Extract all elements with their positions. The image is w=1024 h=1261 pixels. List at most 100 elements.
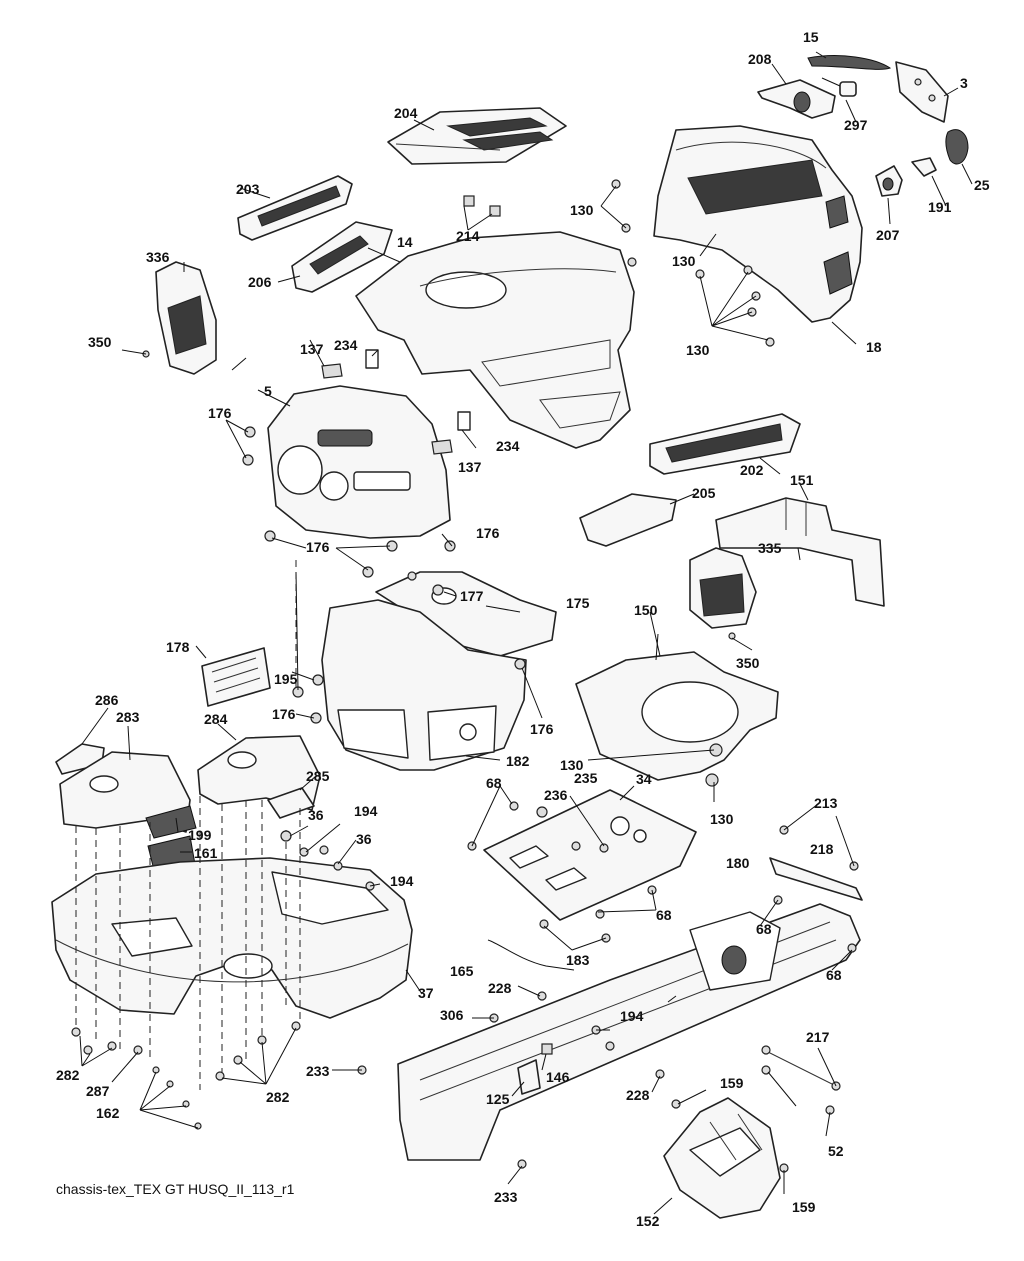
part-5-dashboard [267,385,451,539]
callout-194-c: 194 [620,1008,644,1024]
part-336-side-vent [155,261,217,375]
part-208-bracket [757,79,836,119]
callout-68-a: 68 [486,775,502,791]
callout-203: 203 [236,181,260,197]
callout-285: 285 [306,768,330,784]
callout-68-b: 68 [656,907,672,923]
part-335-side-vent [689,547,757,629]
callout-350-b: 350 [736,655,760,671]
part-297-clip [839,81,857,97]
part-34-mount-plate [483,789,697,921]
callout-151: 151 [790,472,814,488]
callout-52: 52 [828,1143,844,1159]
part-199-insert [145,805,197,839]
part-207-socket [875,165,903,197]
callout-36-b: 36 [356,831,372,847]
part-284-fender-cover [197,735,321,811]
callout-137-a: 137 [300,341,324,357]
callout-36-a: 36 [308,807,324,823]
callout-218: 218 [810,841,834,857]
part-151-mount-bracket [715,497,885,607]
callout-68-c: 68 [756,921,772,937]
part-146-bolt [541,1043,553,1055]
part-15-trim [807,55,892,70]
callout-180: 180 [726,855,750,871]
callout-130-e: 130 [710,811,734,827]
callout-235: 235 [574,770,598,786]
callout-228-a: 228 [488,980,512,996]
callout-228-b: 228 [626,1087,650,1103]
callout-217: 217 [806,1029,830,1045]
callout-175: 175 [566,595,590,611]
callout-176-d: 176 [272,706,296,722]
callout-5: 5 [264,383,272,399]
callout-205: 205 [692,485,716,501]
callout-202: 202 [740,462,764,478]
callout-176-c: 176 [306,539,330,555]
callout-37: 37 [418,985,434,1001]
callout-336: 336 [146,249,170,265]
callout-350-a: 350 [88,334,112,350]
callout-130-b: 130 [672,253,696,269]
part-18-front-bumper [653,125,863,323]
callout-34: 34 [636,771,652,787]
callout-14: 14 [397,234,413,250]
callout-195: 195 [274,671,298,687]
part-14-hood [355,231,635,449]
callout-191: 191 [928,199,952,215]
callout-68-d: 68 [826,967,842,983]
part-178-vent-grille [201,647,271,707]
part-202-front-grille [649,413,801,475]
callout-165: 165 [450,963,474,979]
part-150-floor-pan [575,651,779,781]
part-25-lens [945,129,969,165]
part-180-main-frame [397,903,861,1161]
callout-125: 125 [486,1091,510,1107]
callout-335: 335 [758,540,782,556]
callout-130-d: 130 [560,757,584,773]
callout-297: 297 [844,117,868,133]
part-218-rear-bar [769,857,863,901]
callout-18: 18 [866,339,882,355]
callout-146: 146 [546,1069,570,1085]
leader-lines [79,51,973,1215]
part-206-grille-insert [291,221,393,293]
part-37-rear-fender [51,857,413,1019]
callout-284: 284 [204,711,228,727]
callout-194-a: 194 [354,803,378,819]
part-3-side-panel [895,61,949,123]
callout-182: 182 [506,753,530,769]
part-283-fender-cover [59,751,191,833]
callout-3: 3 [960,75,968,91]
callout-234-b: 234 [496,438,520,454]
callout-176-a: 176 [208,405,232,421]
callout-282-b: 282 [266,1089,290,1105]
callout-162: 162 [96,1105,120,1121]
callout-178: 178 [166,639,190,655]
callout-236: 236 [544,787,568,803]
part-214-clips [463,195,501,217]
callout-214: 214 [456,228,480,244]
callout-183: 183 [566,952,590,968]
callout-282-a: 282 [56,1067,80,1083]
callout-161: 161 [194,845,218,861]
part-182-console [321,599,527,771]
part-191-bulb [911,157,937,177]
callout-176-e: 176 [530,721,554,737]
callout-130-c: 130 [686,342,710,358]
callout-176-b: 176 [476,525,500,541]
callout-233-b: 233 [494,1189,518,1205]
callout-130-a: 130 [570,202,594,218]
callout-150: 150 [634,602,658,618]
callout-159-a: 159 [720,1075,744,1091]
part-165-rod [487,939,575,971]
diagram-caption: chassis-tex_TEX GT HUSQ_II_113_r1 [56,1181,295,1197]
callout-194-b: 194 [390,873,414,889]
callout-234-a: 234 [334,337,358,353]
part-234-pad [365,349,471,431]
callout-287: 287 [86,1083,110,1099]
callout-labels: 15 208 3 297 204 25 203 214 130 191 207 … [56,29,990,1229]
callout-152: 152 [636,1213,660,1229]
callout-204: 204 [394,105,418,121]
